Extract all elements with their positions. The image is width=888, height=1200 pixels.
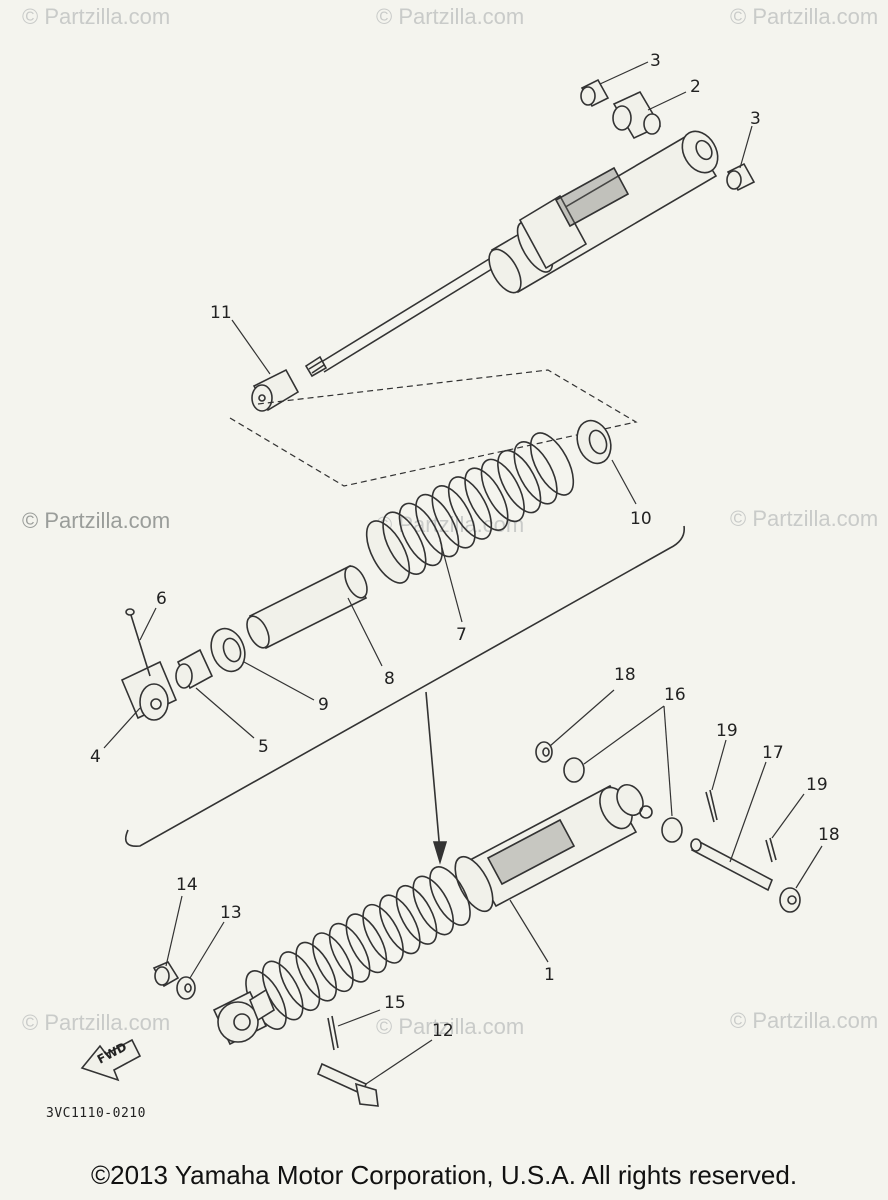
- callout-19b: 19: [806, 775, 828, 795]
- spring-coil: [464, 467, 509, 531]
- spring-coil: [345, 913, 388, 974]
- callout-1: 1: [544, 965, 555, 985]
- callout-7: 7: [456, 625, 467, 645]
- leader-lines: [103, 61, 823, 1085]
- upper-damper-assembly: [304, 130, 719, 378]
- callout-6: 6: [156, 589, 167, 609]
- callout-8: 8: [384, 669, 395, 689]
- spring-seat: [576, 419, 612, 465]
- callout-3b: 3: [750, 109, 761, 129]
- spring-coil: [278, 951, 321, 1012]
- spring-coil: [365, 520, 411, 584]
- watermark-top-center: © Partzilla.com: [376, 4, 525, 29]
- dashed-bracket: [229, 369, 638, 487]
- watermark-mid-right: © Partzilla.com: [730, 506, 879, 531]
- callout-10: 10: [630, 509, 652, 529]
- spring-coil: [362, 903, 404, 964]
- assembled-lower-eye: [212, 988, 275, 1046]
- bolt: [316, 1015, 379, 1107]
- spring-coil: [328, 922, 371, 983]
- spring-coil: [497, 449, 542, 514]
- callout-9: 9: [318, 695, 329, 715]
- spring-coil: [395, 884, 438, 945]
- bushing-16-right: [661, 817, 683, 843]
- watermark-top-right: © Partzilla.com: [730, 4, 879, 29]
- spring-coil: [412, 875, 455, 936]
- forward-direction-arrow: FWD: [80, 1038, 142, 1082]
- spring-coil: [480, 458, 525, 523]
- upper-bushings: [580, 78, 756, 192]
- spring-coil: [378, 894, 421, 955]
- pin: [690, 789, 777, 892]
- callout-12: 12: [432, 1021, 454, 1041]
- spring-coil: [312, 932, 354, 993]
- spring-coil: [447, 476, 493, 540]
- bushing-16-left: [563, 757, 585, 783]
- spring-coil: [513, 441, 558, 505]
- watermark-low-center: © Partzilla.com: [376, 1014, 525, 1039]
- spring-coil: [398, 502, 443, 567]
- spring-coil: [295, 941, 338, 1002]
- spacer-tube: [246, 564, 368, 650]
- watermark-top-left: © Partzilla.com: [22, 4, 171, 29]
- callout-11: 11: [210, 303, 232, 323]
- group-bracket: [124, 525, 686, 847]
- assembled-shock: [454, 783, 653, 913]
- washer: [210, 627, 246, 673]
- spring-coil: [529, 432, 575, 496]
- watermark-low-left: © Partzilla.com: [22, 1010, 171, 1035]
- callout-13: 13: [220, 903, 242, 923]
- bump-stop: [251, 368, 300, 412]
- watermark-low-right: © Partzilla.com: [730, 1008, 879, 1033]
- callout-16: 16: [664, 685, 686, 705]
- callout-numbers: 3 2 3 11 10 7 8 9 5 4 6 18 16 19 17 19 1…: [90, 51, 840, 1041]
- spring-coil: [429, 866, 471, 926]
- callout-5: 5: [258, 737, 269, 757]
- callout-18a: 18: [614, 665, 636, 685]
- callout-3a: 3: [650, 51, 661, 71]
- callout-19a: 19: [716, 721, 738, 741]
- copyright-notice: ©2013 Yamaha Motor Corporation, U.S.A. A…: [90, 1160, 798, 1190]
- callout-18b: 18: [818, 825, 840, 845]
- collar: [175, 648, 214, 690]
- callout-15: 15: [384, 993, 406, 1013]
- callout-17: 17: [762, 743, 784, 763]
- diagram-code: 3VC1110-0210: [46, 1106, 146, 1121]
- callout-4: 4: [90, 747, 101, 767]
- callout-2: 2: [690, 77, 701, 97]
- spring: [365, 432, 575, 584]
- lower-joint: [120, 608, 178, 721]
- spring-coil: [382, 511, 427, 575]
- spring-coil: [415, 493, 460, 558]
- callout-14: 14: [176, 875, 198, 895]
- spring-coil: [431, 485, 476, 549]
- watermark-mid-left: © Partzilla.com: [22, 508, 171, 533]
